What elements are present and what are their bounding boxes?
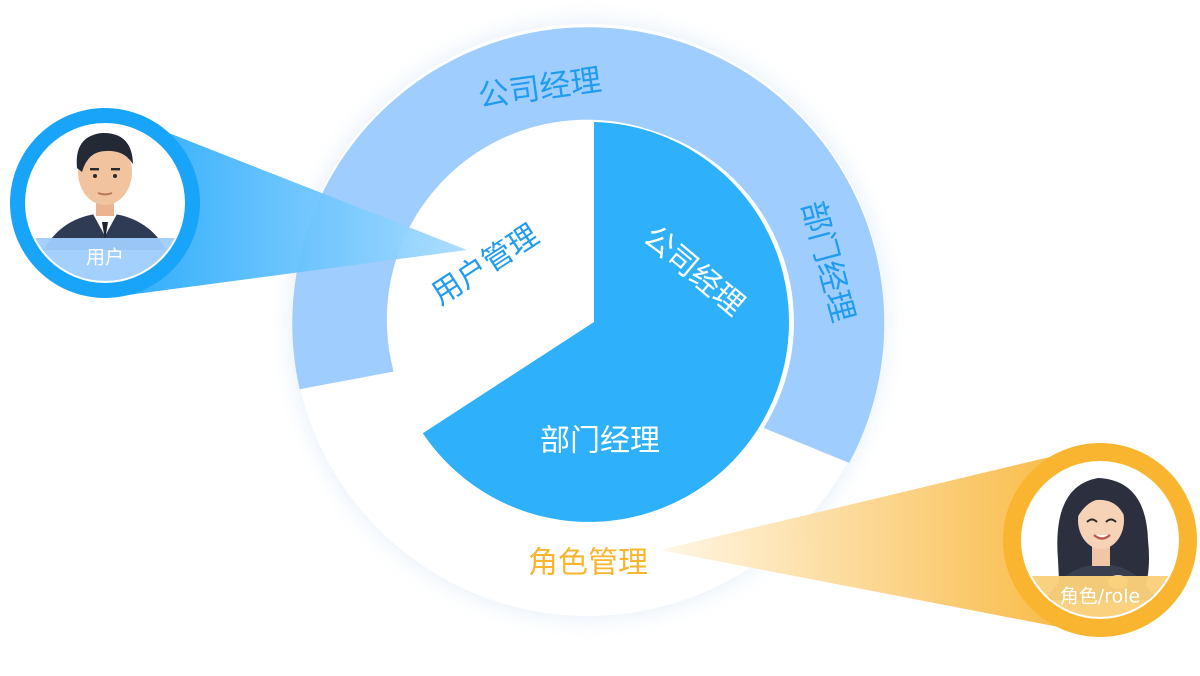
role-connector: 角色/role <box>660 443 1197 637</box>
role-beam <box>660 445 1100 635</box>
pie-segment-blue <box>422 122 789 522</box>
inner-pie <box>394 122 794 522</box>
user-avatar-caption: 用户 <box>86 247 124 269</box>
role-avatar <box>1023 463 1177 617</box>
user-beam <box>105 108 467 298</box>
role-avatar-caption: 角色/role <box>1060 586 1140 608</box>
user-connector: 用户 <box>10 108 467 298</box>
pie-label-department-manager: 部门经理 <box>540 424 660 459</box>
outer-ring-blue-sector <box>292 27 885 463</box>
role-management-label: 角色管理 <box>528 546 648 581</box>
